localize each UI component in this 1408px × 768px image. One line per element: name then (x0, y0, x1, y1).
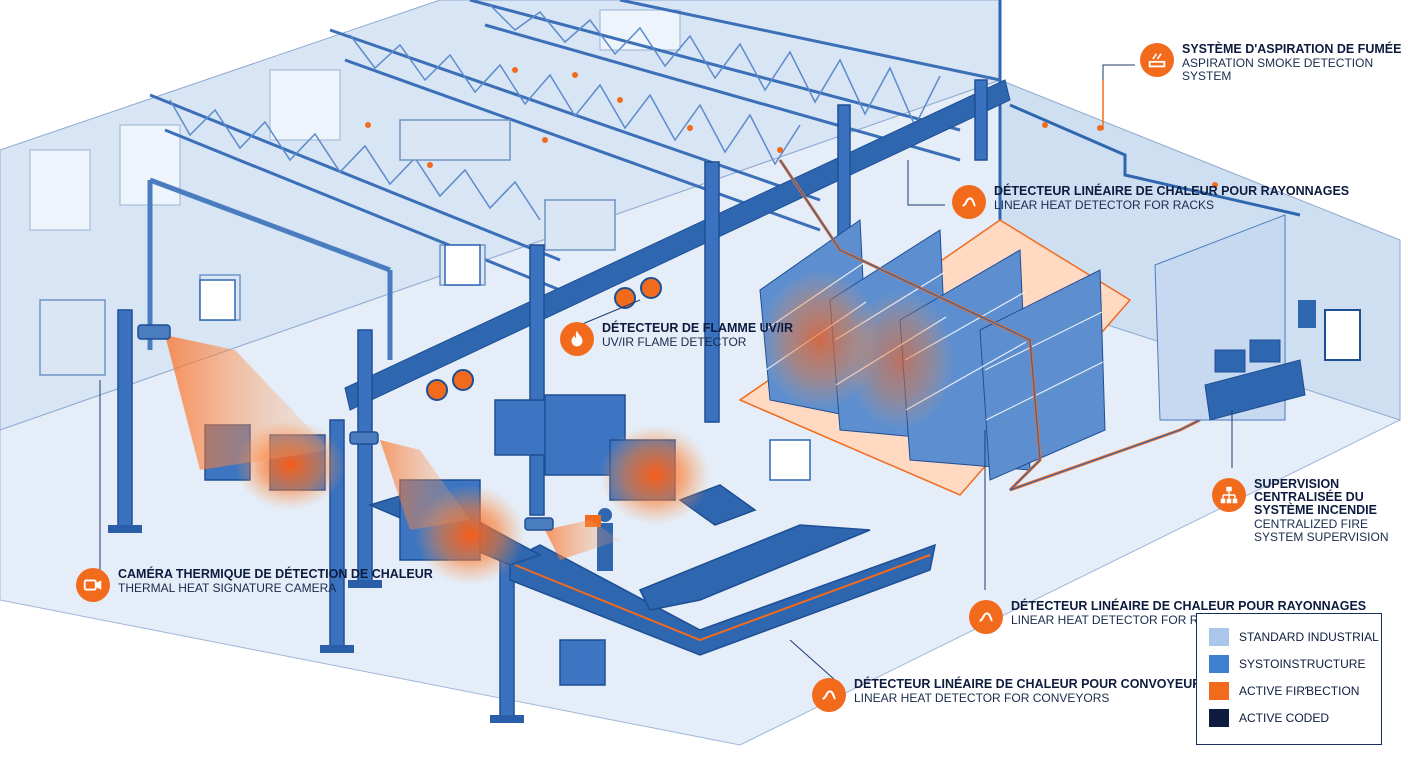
network-hierarchy-icon (1212, 478, 1246, 512)
supervision-title-fr: Supervision centralisée du système incen… (1254, 477, 1377, 517)
heat-cable-icon (969, 600, 1003, 634)
callout-flame: Détecteur de flamme UV/IR UV/IR flame de… (560, 322, 793, 356)
legend-label: Standard industrial (1239, 630, 1379, 644)
callout-linear-racks-top: Détecteur linéaire de chaleur pour rayon… (952, 185, 1349, 219)
legend-label: Active firƁection (1239, 684, 1360, 698)
heat-cable-icon (812, 678, 846, 712)
legend-label: Active coded (1239, 711, 1330, 725)
heat-cable-icon (952, 185, 986, 219)
flame-icon (560, 322, 594, 356)
conveyors-title-fr: Détecteur linéaire de chaleur pour convo… (854, 677, 1210, 691)
conveyor-front (509, 543, 936, 656)
legend-swatch (1209, 709, 1229, 727)
flame-title-en: UV/IR flame detector (602, 335, 747, 349)
camera-icon (76, 568, 110, 602)
racks-top-title-fr: Détecteur linéaire de chaleur pour rayon… (994, 184, 1350, 198)
callout-supervision: Supervision centralisée du système incen… (1212, 478, 1408, 544)
conveyors-title-en: Linear heat detector for conveyors (854, 691, 1110, 705)
callout-linear-conveyors: Détecteur linéaire de chaleur pour convo… (812, 678, 1210, 712)
legend-swatch (1209, 682, 1229, 700)
legend-item: Active coded (1209, 709, 1329, 727)
legend-swatch (1209, 655, 1229, 673)
racks-bottom-title-en: Linear heat detector for racks (1011, 613, 1232, 627)
legend: Standard industrial Systoinstructure Act… (1196, 613, 1382, 745)
aspiration-title-en: Aspiration smoke detection system (1182, 56, 1374, 83)
racks-bottom-title-fr: Détecteur linéaire de chaleur pour rayon… (1011, 599, 1367, 613)
legend-label: Systoinstructure (1239, 657, 1366, 671)
legend-item: Systoinstructure (1209, 655, 1365, 673)
callout-thermal-camera: Caméra thermique de détection de chaleur… (76, 568, 433, 602)
camera-title-fr: Caméra thermique de détection de chaleur (118, 567, 433, 581)
control-room (1154, 214, 1286, 421)
aspiration-title-fr: Système d'aspiration de fumée (1182, 42, 1402, 56)
legend-item: Active firƁection (1209, 682, 1359, 700)
smoke-icon (1140, 43, 1174, 77)
callout-linear-racks-bottom: Détecteur linéaire de chaleur pour rayon… (969, 600, 1366, 634)
supervision-title-en: Centralized fire system supervision (1254, 517, 1389, 544)
camera-title-en: Thermal heat signature camera (118, 581, 337, 595)
legend-swatch (1209, 628, 1229, 646)
flame-title-fr: Détecteur de flamme UV/IR (602, 321, 793, 335)
racks-top-title-en: Linear heat detector for racks (994, 198, 1215, 212)
legend-item: Standard industrial (1209, 628, 1379, 646)
callout-aspiration: Système d'aspiration de fumée Aspiration… (1140, 43, 1408, 83)
